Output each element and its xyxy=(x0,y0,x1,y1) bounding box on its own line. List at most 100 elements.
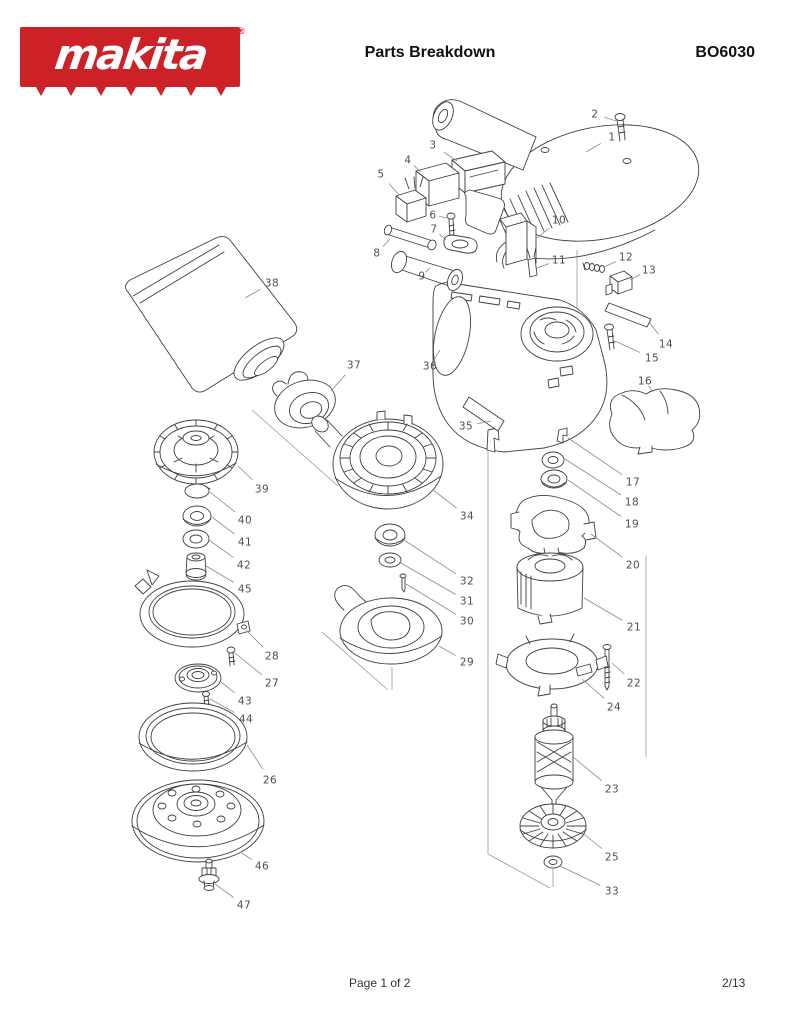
leader-line-6 xyxy=(439,215,448,219)
leader-line-3 xyxy=(443,151,458,162)
leader-line-13 xyxy=(629,274,641,281)
part-number-38: 38 xyxy=(265,278,279,290)
leader-line-5 xyxy=(388,183,400,196)
leader-line-43 xyxy=(220,681,236,694)
part-number-4: 4 xyxy=(404,155,411,167)
part-number-35: 35 xyxy=(459,421,473,433)
leader-line-38 xyxy=(244,288,261,299)
leader-line-4 xyxy=(413,165,422,173)
part-17-clip xyxy=(556,427,568,444)
logo-letter-tails xyxy=(36,87,226,96)
leader-line-24 xyxy=(581,678,605,699)
leader-line-21 xyxy=(583,597,623,621)
part-number-30: 30 xyxy=(460,616,474,628)
part-18-ball-bearing xyxy=(541,451,565,469)
part-46-sanding-pad xyxy=(131,779,265,863)
part-number-45: 45 xyxy=(238,584,252,596)
part-27-screw xyxy=(226,646,236,667)
part-number-28: 28 xyxy=(265,651,279,663)
part-28-brake-ring xyxy=(134,569,251,648)
part-35-name-plate xyxy=(462,396,505,432)
part-number-5: 5 xyxy=(377,169,384,181)
part-number-36: 36 xyxy=(423,361,437,373)
leader-line-25 xyxy=(583,833,603,850)
part-10-capacitor xyxy=(495,212,537,269)
part-43-flange xyxy=(174,663,222,693)
part-number-10: 10 xyxy=(552,215,566,227)
leader-line-27 xyxy=(234,652,263,676)
part-19-ring xyxy=(540,469,568,489)
part-24-baffle-plate xyxy=(495,633,609,697)
part-number-34: 34 xyxy=(460,511,474,523)
leader-line-42 xyxy=(208,539,234,558)
leader-line-2 xyxy=(604,116,617,122)
leader-line-31 xyxy=(398,561,456,595)
part-37-dust-nozzle xyxy=(272,371,336,429)
part-number-19: 19 xyxy=(625,519,639,531)
leader-line-36 xyxy=(434,349,441,360)
leader-line-45 xyxy=(205,565,235,583)
leader-line-33 xyxy=(559,865,601,886)
part-number-29: 29 xyxy=(460,657,474,669)
leader-line-18 xyxy=(564,458,622,496)
part-number-46: 46 xyxy=(255,861,269,873)
leader-line-46 xyxy=(239,851,253,861)
leader-line-28 xyxy=(245,629,264,648)
part-number-26: 26 xyxy=(263,775,277,787)
part-26-rubber-ring xyxy=(138,702,248,772)
part-number-40: 40 xyxy=(238,515,252,527)
leader-line-8 xyxy=(382,238,391,247)
leader-line-14 xyxy=(648,321,659,335)
part-13-connector xyxy=(605,270,633,296)
part-20-brush-holder xyxy=(510,495,597,561)
construction-lines xyxy=(251,250,647,889)
part-41-ball-bearing xyxy=(182,505,212,527)
part-9-sleeve xyxy=(390,250,464,292)
page-title: Parts Breakdown xyxy=(364,44,496,61)
part-36-motor-housing xyxy=(432,281,608,453)
part-25-fan xyxy=(519,803,587,849)
leader-line-47 xyxy=(214,883,234,898)
part-number-42: 42 xyxy=(237,560,251,572)
leader-line-16 xyxy=(648,385,654,393)
leader-line-22 xyxy=(611,662,625,675)
part-number-3: 3 xyxy=(429,140,436,152)
leader-line-32 xyxy=(403,539,457,575)
part-44-screw xyxy=(202,691,211,709)
leader-line-20 xyxy=(590,533,623,558)
part-number-6: 6 xyxy=(429,210,436,222)
part-number-17: 17 xyxy=(626,477,640,489)
part-6-screw xyxy=(446,212,456,238)
part-number-7: 7 xyxy=(430,224,437,236)
part-number-47: 47 xyxy=(237,900,251,912)
part-number-37: 37 xyxy=(347,360,361,372)
part-number-21: 21 xyxy=(627,622,641,634)
part-32-ball-bearing xyxy=(374,523,406,547)
leader-line-1 xyxy=(585,143,601,153)
part-number-15: 15 xyxy=(645,353,659,365)
leader-line-15 xyxy=(614,340,641,353)
part-7-cord-clip xyxy=(443,234,478,254)
part-number-25: 25 xyxy=(605,852,619,864)
part-number-20: 20 xyxy=(626,560,640,572)
part-number-39: 39 xyxy=(255,484,269,496)
registered-mark: ® xyxy=(238,26,245,36)
part-45-rubber-sleeve xyxy=(185,552,207,581)
part-12-spring xyxy=(582,262,605,273)
part-number-22: 22 xyxy=(627,678,641,690)
part-number-16: 16 xyxy=(638,376,652,388)
part-23-armature xyxy=(534,703,574,810)
leader-line-30 xyxy=(405,583,457,615)
part-2-screw xyxy=(614,113,626,142)
part-number-13: 13 xyxy=(642,265,656,277)
part-21-field-stator xyxy=(516,552,584,625)
part-29-bearing-cover xyxy=(334,585,443,665)
leader-line-19 xyxy=(567,479,622,517)
part-34-bearing-box xyxy=(311,410,444,510)
part-40-retaining-ring xyxy=(184,483,211,499)
leader-line-41 xyxy=(211,516,235,535)
part-number-32: 32 xyxy=(460,576,474,588)
part-number-31: 31 xyxy=(460,596,474,608)
